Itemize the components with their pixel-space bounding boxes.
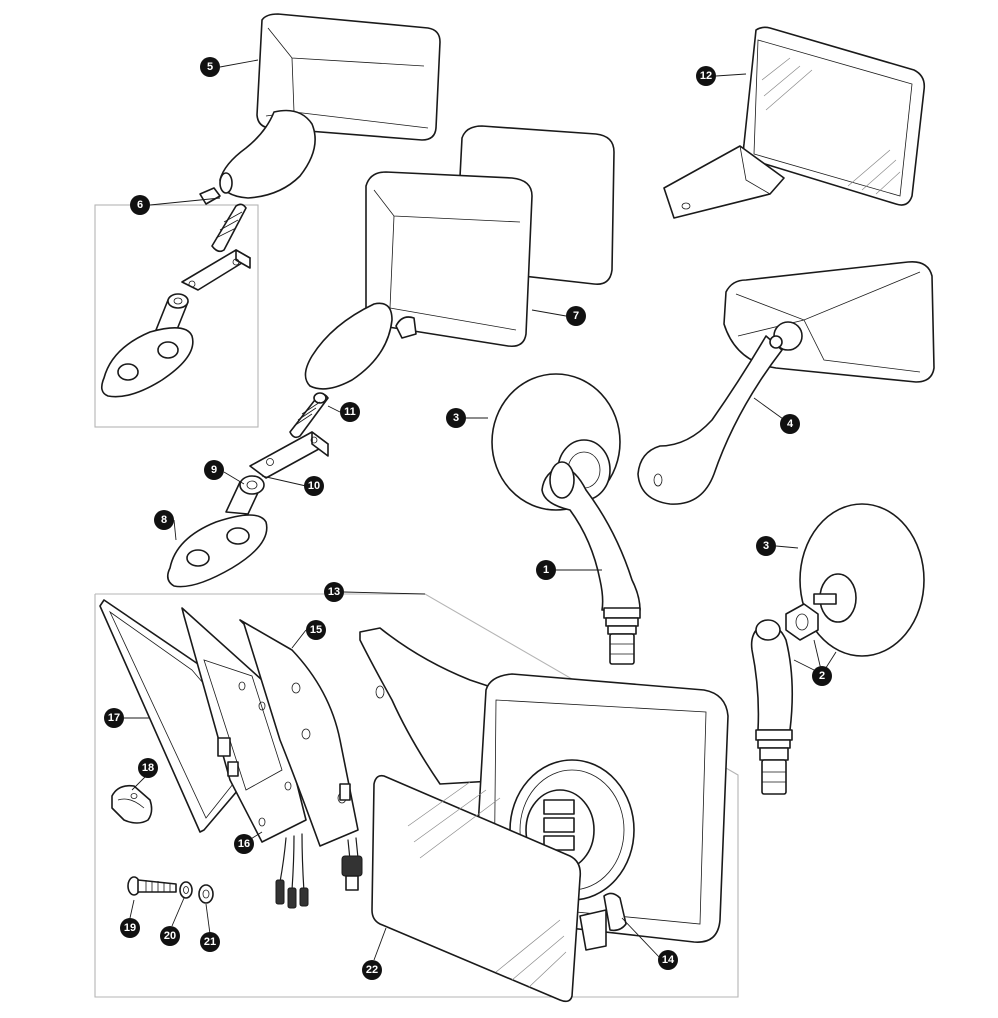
callout-2: 2 (812, 666, 832, 686)
callout-14-label: 14 (662, 954, 675, 966)
callout-17-label: 17 (108, 712, 120, 724)
callout-10-label: 10 (308, 480, 320, 492)
callout-19-label: 19 (124, 922, 136, 934)
washer-21 (198, 884, 214, 904)
callout-19: 19 (120, 918, 140, 938)
callout-11: 11 (340, 402, 360, 422)
callout-9-label: 9 (211, 464, 217, 476)
callout-14: 14 (658, 950, 678, 970)
callout-4-label: 4 (787, 418, 794, 430)
clip-18 (111, 784, 153, 824)
base-8 (166, 514, 268, 588)
callout-7: 7 (566, 306, 586, 326)
callout-8: 8 (154, 510, 174, 530)
callout-8-label: 8 (161, 514, 167, 526)
callout-15: 15 (306, 620, 326, 640)
callout-13-label: 13 (328, 586, 340, 598)
callout-4: 4 (780, 414, 800, 434)
plate-15 (239, 619, 363, 891)
callout-22-label: 22 (366, 964, 378, 976)
callout-1-label: 1 (543, 564, 549, 576)
spring-washer-20 (179, 881, 193, 899)
callout-3-upper: 3 (446, 408, 466, 428)
callout-10: 10 (304, 476, 324, 496)
mirror-3-lower (799, 503, 925, 657)
callout-15-label: 15 (310, 624, 322, 636)
callout-20-label: 20 (164, 930, 176, 942)
arm-1 (541, 461, 641, 665)
callout-6-label: 6 (137, 199, 143, 211)
callout-16-label: 16 (238, 838, 250, 850)
callout-12: 12 (696, 66, 716, 86)
callout-13: 13 (324, 582, 344, 602)
mirror-glass-22 (371, 774, 582, 1003)
callout-3-lower: 3 (756, 536, 776, 556)
mirror-4 (637, 260, 935, 505)
bracket-10 (249, 431, 329, 479)
callout-5-label: 5 (207, 61, 213, 73)
callout-21-label: 21 (204, 936, 216, 948)
callout-16: 16 (234, 834, 254, 854)
callout-17: 17 (104, 708, 124, 728)
callout-12-label: 12 (700, 70, 712, 82)
mirror-7 (304, 125, 615, 390)
kit-6-group-box (94, 204, 259, 428)
fixing-kit-6 (100, 203, 251, 398)
callout-1: 1 (536, 560, 556, 580)
mirror-5 (199, 13, 441, 205)
callout-3-lower-label: 3 (763, 540, 769, 552)
callout-5: 5 (200, 57, 220, 77)
callout-21: 21 (200, 932, 220, 952)
arm-2 (750, 603, 819, 795)
callout-7-label: 7 (573, 310, 579, 322)
callout-18-label: 18 (142, 762, 154, 774)
callout-9: 9 (204, 460, 224, 480)
callout-6: 6 (130, 195, 150, 215)
callout-20: 20 (160, 926, 180, 946)
callout-11-label: 11 (344, 406, 356, 418)
callout-2-label: 2 (819, 670, 825, 682)
screw-19 (127, 876, 177, 896)
callout-3-upper-label: 3 (453, 412, 459, 424)
callout-22: 22 (362, 960, 382, 980)
assembly-13-group-box (94, 593, 739, 998)
spacer-9 (225, 475, 265, 515)
screw-11 (289, 392, 329, 439)
callout-18: 18 (138, 758, 158, 778)
mirror-12 (663, 26, 926, 219)
